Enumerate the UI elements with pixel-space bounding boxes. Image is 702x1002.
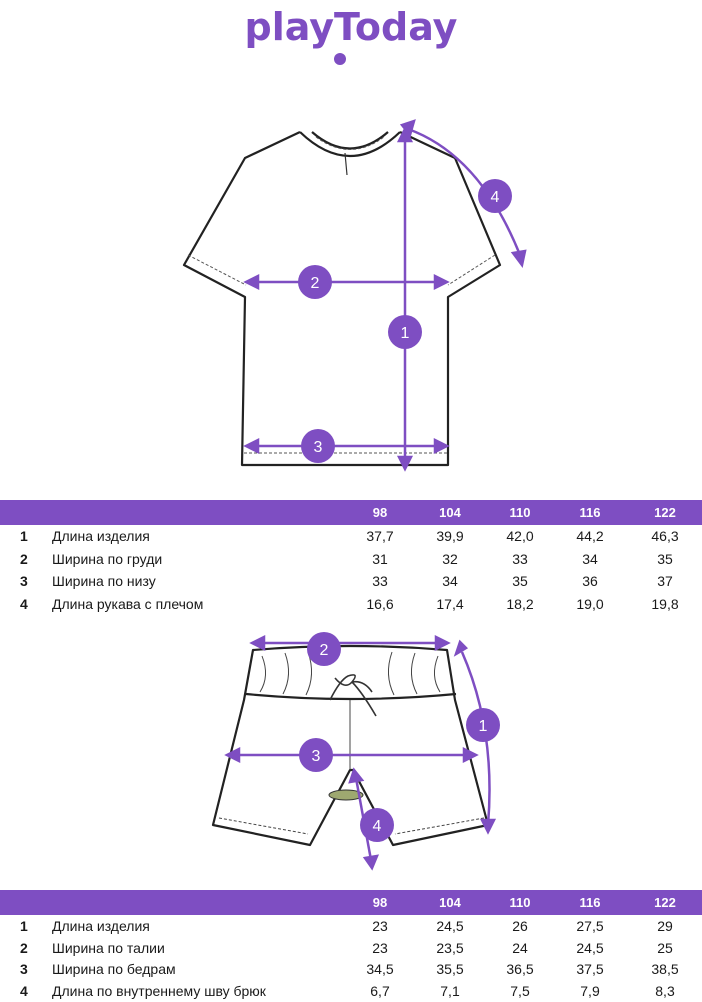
table-cell: 33 bbox=[372, 573, 388, 589]
table-cell: 46,3 bbox=[651, 528, 679, 544]
row-label: Ширина по бедрам bbox=[52, 961, 176, 977]
table-cell: 37 bbox=[657, 573, 673, 589]
row-label: Ширина по груди bbox=[52, 550, 163, 567]
table-cell: 44,2 bbox=[576, 528, 604, 544]
size-header: 122 bbox=[654, 895, 676, 910]
svg-text:1: 1 bbox=[479, 718, 488, 735]
table-row: 3 Ширина по низу 33 34 35 36 37 bbox=[0, 570, 702, 593]
table-cell: 31 bbox=[372, 550, 388, 567]
table-cell: 36 bbox=[582, 573, 598, 589]
row-number: 3 bbox=[20, 961, 28, 977]
tshirt-size-table: 98 104 110 116 122 1 Длина изделия 37,7 … bbox=[0, 500, 702, 615]
table-cell: 7,5 bbox=[510, 982, 530, 999]
svg-text:3: 3 bbox=[312, 748, 321, 765]
size-header: 104 bbox=[439, 505, 461, 520]
size-header: 110 bbox=[509, 505, 531, 520]
row-number: 2 bbox=[20, 939, 28, 956]
table-row: 4 Длина по внутреннему шву брюк 6,7 7,1 … bbox=[0, 980, 702, 1002]
row-number: 1 bbox=[20, 528, 28, 544]
size-header: 122 bbox=[654, 505, 676, 520]
size-header: 104 bbox=[439, 895, 461, 910]
size-header: 98 bbox=[372, 505, 388, 520]
table-cell: 32 bbox=[442, 550, 458, 567]
table-cell: 33 bbox=[512, 550, 528, 567]
shorts-size-table: 98 104 110 116 122 1 Длина изделия 23 24… bbox=[0, 890, 702, 1001]
table-cell: 6,7 bbox=[370, 982, 390, 999]
table-cell: 37,5 bbox=[576, 961, 604, 977]
table-row: 1 Длина изделия 37,7 39,9 42,0 44,2 46,3 bbox=[0, 525, 702, 548]
logo-dot-icon bbox=[334, 53, 346, 65]
row-number: 2 bbox=[20, 550, 28, 567]
table-cell: 35 bbox=[657, 550, 673, 567]
svg-text:2: 2 bbox=[311, 275, 320, 292]
tshirt-drawing: 1 2 3 4 bbox=[182, 119, 527, 472]
table-cell: 8,3 bbox=[655, 982, 675, 999]
row-number: 3 bbox=[20, 573, 28, 589]
table-cell: 24,5 bbox=[436, 918, 464, 934]
table-cell: 34,5 bbox=[366, 961, 394, 977]
table-cell: 19,8 bbox=[651, 595, 679, 612]
row-label: Длина по внутреннему шву брюк bbox=[52, 982, 266, 999]
table-cell: 23,5 bbox=[436, 939, 464, 956]
table-row: 1 Длина изделия 23 24,5 26 27,5 29 bbox=[0, 915, 702, 937]
table-cell: 24,5 bbox=[576, 939, 604, 956]
table-cell: 38,5 bbox=[651, 961, 679, 977]
table-cell: 34 bbox=[582, 550, 598, 567]
shorts-drawing: 1 2 3 4 bbox=[211, 632, 500, 871]
table-cell: 34 bbox=[442, 573, 458, 589]
brand-logo-text: playToday bbox=[245, 5, 458, 49]
svg-text:4: 4 bbox=[373, 818, 382, 835]
table-cell: 35,5 bbox=[436, 961, 464, 977]
row-number: 4 bbox=[20, 982, 28, 999]
table-row: 2 Ширина по талии 23 23,5 24 24,5 25 bbox=[0, 937, 702, 959]
table-cell: 37,7 bbox=[366, 528, 394, 544]
svg-text:3: 3 bbox=[314, 439, 323, 456]
table-cell: 26 bbox=[512, 918, 528, 934]
table-cell: 7,1 bbox=[440, 982, 460, 999]
row-label: Длина изделия bbox=[52, 528, 150, 544]
table-cell: 27,5 bbox=[576, 918, 604, 934]
row-label: Ширина по низу bbox=[52, 573, 156, 589]
brand-logo: playToday bbox=[245, 5, 458, 65]
table-cell: 25 bbox=[657, 939, 673, 956]
size-header: 116 bbox=[579, 895, 601, 910]
size-header: 116 bbox=[579, 505, 601, 520]
table-row: 2 Ширина по груди 31 32 33 34 35 bbox=[0, 548, 702, 571]
size-header: 98 bbox=[372, 895, 388, 910]
table-cell: 36,5 bbox=[506, 961, 534, 977]
table-cell: 39,9 bbox=[436, 528, 464, 544]
row-number: 4 bbox=[20, 595, 28, 612]
table-cell: 18,2 bbox=[506, 595, 534, 612]
table-cell: 29 bbox=[657, 918, 673, 934]
table-row: 3 Ширина по бедрам 34,5 35,5 36,5 37,5 3… bbox=[0, 958, 702, 980]
tshirt-measure-markers: 1 2 3 4 bbox=[298, 179, 512, 463]
table-cell: 19,0 bbox=[576, 595, 604, 612]
table-cell: 24 bbox=[512, 939, 528, 956]
svg-text:2: 2 bbox=[320, 642, 329, 659]
table-cell: 17,4 bbox=[436, 595, 464, 612]
size-header: 110 bbox=[509, 895, 531, 910]
table-header: 98 104 110 116 122 bbox=[0, 890, 702, 915]
table-header: 98 104 110 116 122 bbox=[0, 500, 702, 525]
table-cell: 7,9 bbox=[580, 982, 600, 999]
table-row: 4 Длина рукава с плечом 16,6 17,4 18,2 1… bbox=[0, 593, 702, 616]
row-label: Ширина по талии bbox=[52, 939, 165, 956]
row-label: Длина рукава с плечом bbox=[52, 595, 204, 612]
table-cell: 23 bbox=[372, 918, 388, 934]
table-cell: 42,0 bbox=[506, 528, 534, 544]
table-cell: 35 bbox=[512, 573, 528, 589]
table-cell: 23 bbox=[372, 939, 388, 956]
table-cell: 16,6 bbox=[366, 595, 394, 612]
row-number: 1 bbox=[20, 918, 28, 934]
shorts-measure-markers: 1 2 3 4 bbox=[299, 632, 500, 842]
svg-text:4: 4 bbox=[491, 189, 500, 206]
row-label: Длина изделия bbox=[52, 918, 150, 934]
svg-text:1: 1 bbox=[401, 325, 410, 342]
